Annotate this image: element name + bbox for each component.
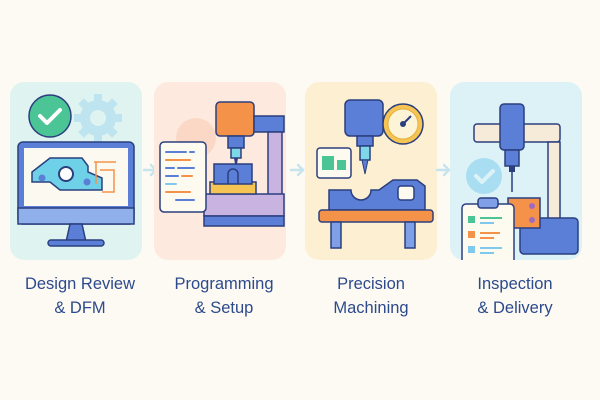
label-line: Design Review xyxy=(24,275,136,293)
label-line: Precision xyxy=(337,275,405,293)
step-card-inspection xyxy=(450,82,582,260)
step-label-machining: Precision Machining xyxy=(296,272,446,320)
check-circle-icon xyxy=(466,158,502,194)
label-line: Inspection xyxy=(477,275,553,293)
step-card-machining xyxy=(305,82,437,260)
step-card-programming xyxy=(154,82,286,260)
step-label-inspection: Inspection & Delivery xyxy=(440,272,590,320)
label-line: Machining xyxy=(333,299,409,317)
step-card-design-review xyxy=(10,82,142,260)
arrow-right-icon xyxy=(289,163,305,177)
inspection-icon xyxy=(461,103,579,260)
label-line: & Delivery xyxy=(477,299,553,317)
check-circle-icon xyxy=(28,94,72,138)
design-monitor-icon xyxy=(17,94,135,247)
label-line: Programming xyxy=(174,275,274,293)
step-label-programming: Programming & Setup xyxy=(149,272,299,320)
cnc-program-icon xyxy=(159,101,285,227)
arrow-right-icon xyxy=(435,163,451,177)
machining-icon xyxy=(316,99,434,249)
step-label-design-review: Design Review & DFM xyxy=(5,272,155,320)
label-line: & DFM xyxy=(54,299,106,317)
label-line: & Setup xyxy=(194,299,254,317)
gear-icon xyxy=(74,94,122,142)
